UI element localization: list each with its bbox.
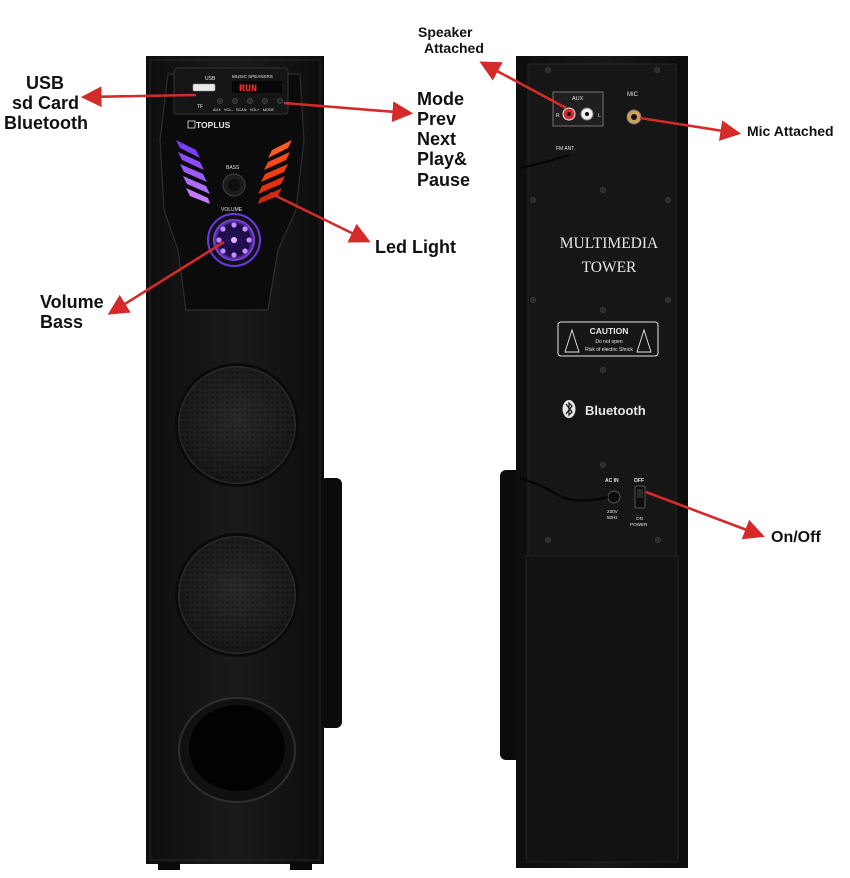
aux-label: AUX — [572, 96, 584, 102]
controls-annotation-line4: Play& — [417, 149, 468, 170]
bluetooth-label: Bluetooth — [585, 403, 646, 418]
controls-annotation-line1: Mode — [417, 89, 464, 109]
arrow-controls — [283, 101, 414, 123]
usb-annotation-line1: USB — [26, 73, 65, 93]
volume-annotation-line1: Volume — [40, 292, 104, 312]
aux-l-label: L — [598, 113, 601, 119]
usb-annotation-line3: Bluetooth — [4, 113, 88, 134]
controls-annotation-line3: Next — [417, 129, 457, 150]
power-cable — [519, 476, 609, 502]
callout-arrows — [80, 61, 765, 540]
mic-label: MIC — [627, 92, 639, 98]
voltage-line1: 230V — [607, 509, 619, 514]
display-title: MUSIC SPEAKERS — [232, 74, 273, 79]
led-annotation-text: Led Light — [375, 237, 456, 257]
caution-line2: Risk of electric Shock — [585, 347, 633, 353]
scan-button[interactable] — [247, 98, 253, 104]
arrow-power — [645, 490, 765, 540]
aux-block — [552, 91, 604, 127]
side-radiator — [320, 478, 342, 728]
led-stripes-right — [258, 140, 292, 204]
controls-annotation-line2: Prev — [417, 109, 457, 130]
mic-annotation: Mic Attached — [747, 123, 834, 140]
led-display — [232, 81, 282, 93]
arrow-volume — [107, 240, 225, 315]
mic-annotation-text: Mic Attached — [747, 123, 834, 139]
bass-label: BASS — [226, 165, 240, 171]
usb-port-label: USB — [205, 76, 216, 82]
usb-port[interactable] — [192, 83, 216, 92]
volume-annotation-line2: Bass — [40, 312, 84, 333]
volume-led-ring — [216, 222, 252, 258]
power-annotation: On/Off — [771, 529, 821, 547]
switch-on-label: ON — [636, 516, 643, 521]
caution-line1: Do not open — [595, 339, 622, 345]
switch-power-label: POWER — [630, 522, 648, 527]
ac-in-label: AC IN — [605, 478, 619, 484]
back-title-line2: TOWER — [582, 259, 637, 276]
front-tower: USB TF MUSIC SPEAKERS RUN AUX VOL- SCAN … — [146, 56, 342, 870]
speaker-annotation: Speaker Attached — [418, 24, 484, 56]
bluetooth-icon — [562, 400, 576, 418]
arrow-speaker — [479, 61, 567, 110]
led-stripes-left — [176, 140, 210, 204]
back-lower-panel — [525, 555, 679, 863]
tf-slot-label: TF — [197, 104, 203, 110]
speaker-annotation-line2: Attached — [424, 39, 484, 56]
caution-title: CAUTION — [590, 326, 629, 336]
bass-port — [178, 697, 296, 803]
buttons-legend: AUX VOL- SCAN VOL+ MODE — [213, 108, 275, 112]
arrow-usb — [80, 86, 197, 108]
vol-down-button[interactable] — [232, 98, 238, 104]
volume-annotation: Volume Bass — [40, 292, 104, 332]
aux-r-label: R — [556, 113, 560, 119]
arrow-mic — [639, 116, 742, 141]
usb-annotation: USB sd Card Bluetooth — [4, 73, 88, 133]
usb-annotation-line2: sd Card — [12, 93, 80, 114]
control-buttons — [217, 98, 283, 104]
aux-button[interactable] — [217, 98, 223, 104]
display-readout: RUN — [239, 84, 257, 95]
controls-annotation: Mode Prev Next Play& Pause — [417, 89, 470, 190]
switch-off-label: OFF — [634, 478, 644, 484]
woofer-grill-lower — [175, 533, 299, 657]
voltage-line2: 50Hz — [607, 515, 618, 520]
back-tower: AUX R L MIC FM ANT. MULTIMEDIA TOWER CAU… — [500, 56, 688, 868]
volume-label: VOLUME — [221, 207, 243, 213]
ac-in-socket[interactable] — [607, 490, 621, 504]
brand-name: TOPLUS — [196, 120, 231, 130]
back-title-line1: MULTIMEDIA — [560, 235, 659, 252]
display-strip — [173, 67, 289, 115]
woofer-grill-upper — [175, 363, 299, 487]
arrow-led — [269, 191, 371, 243]
fm-antenna-wire — [520, 153, 570, 170]
power-annotation-text: On/Off — [771, 529, 821, 546]
speaker-annotation-line1: Speaker — [418, 24, 473, 40]
fm-antenna-label: FM ANT. — [556, 146, 575, 152]
caution-label: CAUTION Do not open Risk of electric Sho… — [557, 321, 659, 357]
vol-up-button[interactable] — [262, 98, 268, 104]
controls-annotation-line5: Pause — [417, 169, 471, 190]
mode-button[interactable] — [277, 98, 283, 104]
led-annotation: Led Light — [375, 237, 456, 257]
brand-logo-icon — [187, 120, 196, 129]
back-screws — [529, 66, 672, 544]
